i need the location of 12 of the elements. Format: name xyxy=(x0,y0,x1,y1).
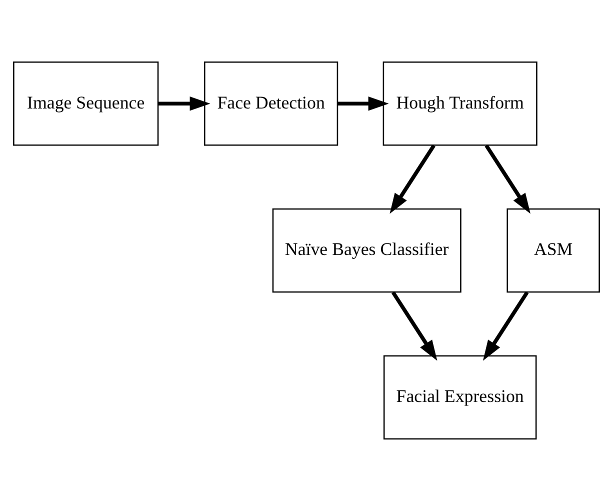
arrow xyxy=(158,96,210,110)
node-box: Facial Expression xyxy=(383,354,537,440)
node-box: Image Sequence xyxy=(13,60,159,146)
arrow xyxy=(338,96,389,110)
arrow xyxy=(482,290,529,360)
node-box: Naïve Bayes Classifier xyxy=(272,208,462,292)
arrow xyxy=(484,144,530,214)
node-box: Face Detection xyxy=(204,60,338,146)
arrow xyxy=(390,144,436,214)
node-box: Hough Transform xyxy=(382,60,538,146)
node-box: ASM xyxy=(506,208,600,292)
arrow xyxy=(391,290,438,360)
